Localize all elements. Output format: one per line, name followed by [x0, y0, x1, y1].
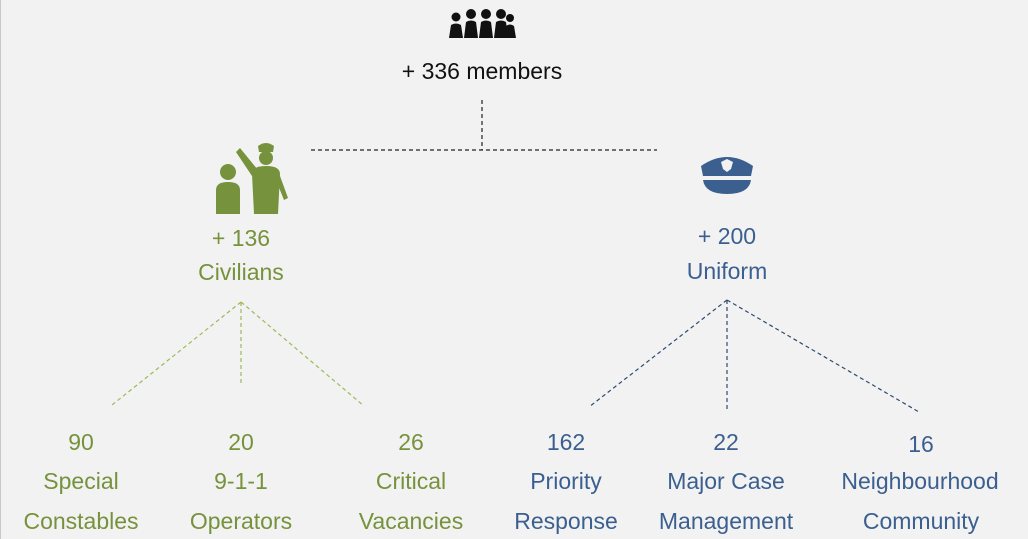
leaf-label-line1: Neighbourhood [841, 468, 999, 494]
uniform-label: Uniform [686, 258, 768, 284]
leaf-label-line1: Major Case [667, 468, 785, 494]
uniform-connector-right [726, 299, 920, 413]
leaf-label-line2: Management [658, 508, 794, 534]
leaf-value: 90 [68, 429, 94, 455]
leaf-value: 16 [908, 431, 934, 457]
leaf-label-line1: Special [43, 468, 119, 494]
leaf-value: 162 [546, 429, 586, 455]
root-label: + 336 members [401, 58, 563, 84]
group-people-icon [449, 9, 516, 38]
uniform-connector-left [588, 299, 728, 408]
uniform-count: + 200 [697, 223, 757, 249]
police-cap-icon [701, 157, 753, 194]
leaf-label-line2: Response [514, 508, 618, 534]
leaf-label-line1: Critical [375, 468, 447, 494]
civilian-connector-right [240, 301, 365, 407]
leaf-value: 22 [713, 429, 739, 455]
leaf-label-line1: 9-1-1 [214, 468, 268, 494]
civilians-count: + 136 [211, 225, 271, 251]
leaf-value: 26 [398, 429, 424, 455]
leaf-label-line2: Constables [23, 508, 139, 534]
leaf-label-line1: Priority [530, 468, 602, 494]
civilians-label: Civilians [198, 259, 284, 285]
police-officer-with-child-icon [216, 143, 288, 214]
civilian-connector-left [111, 301, 242, 406]
leaf-value: 20 [228, 429, 254, 455]
leaf-label-line2: Vacancies [358, 508, 464, 534]
leaf-label-line2: Operators [189, 508, 293, 534]
leaf-label-line2: Community [862, 508, 980, 534]
